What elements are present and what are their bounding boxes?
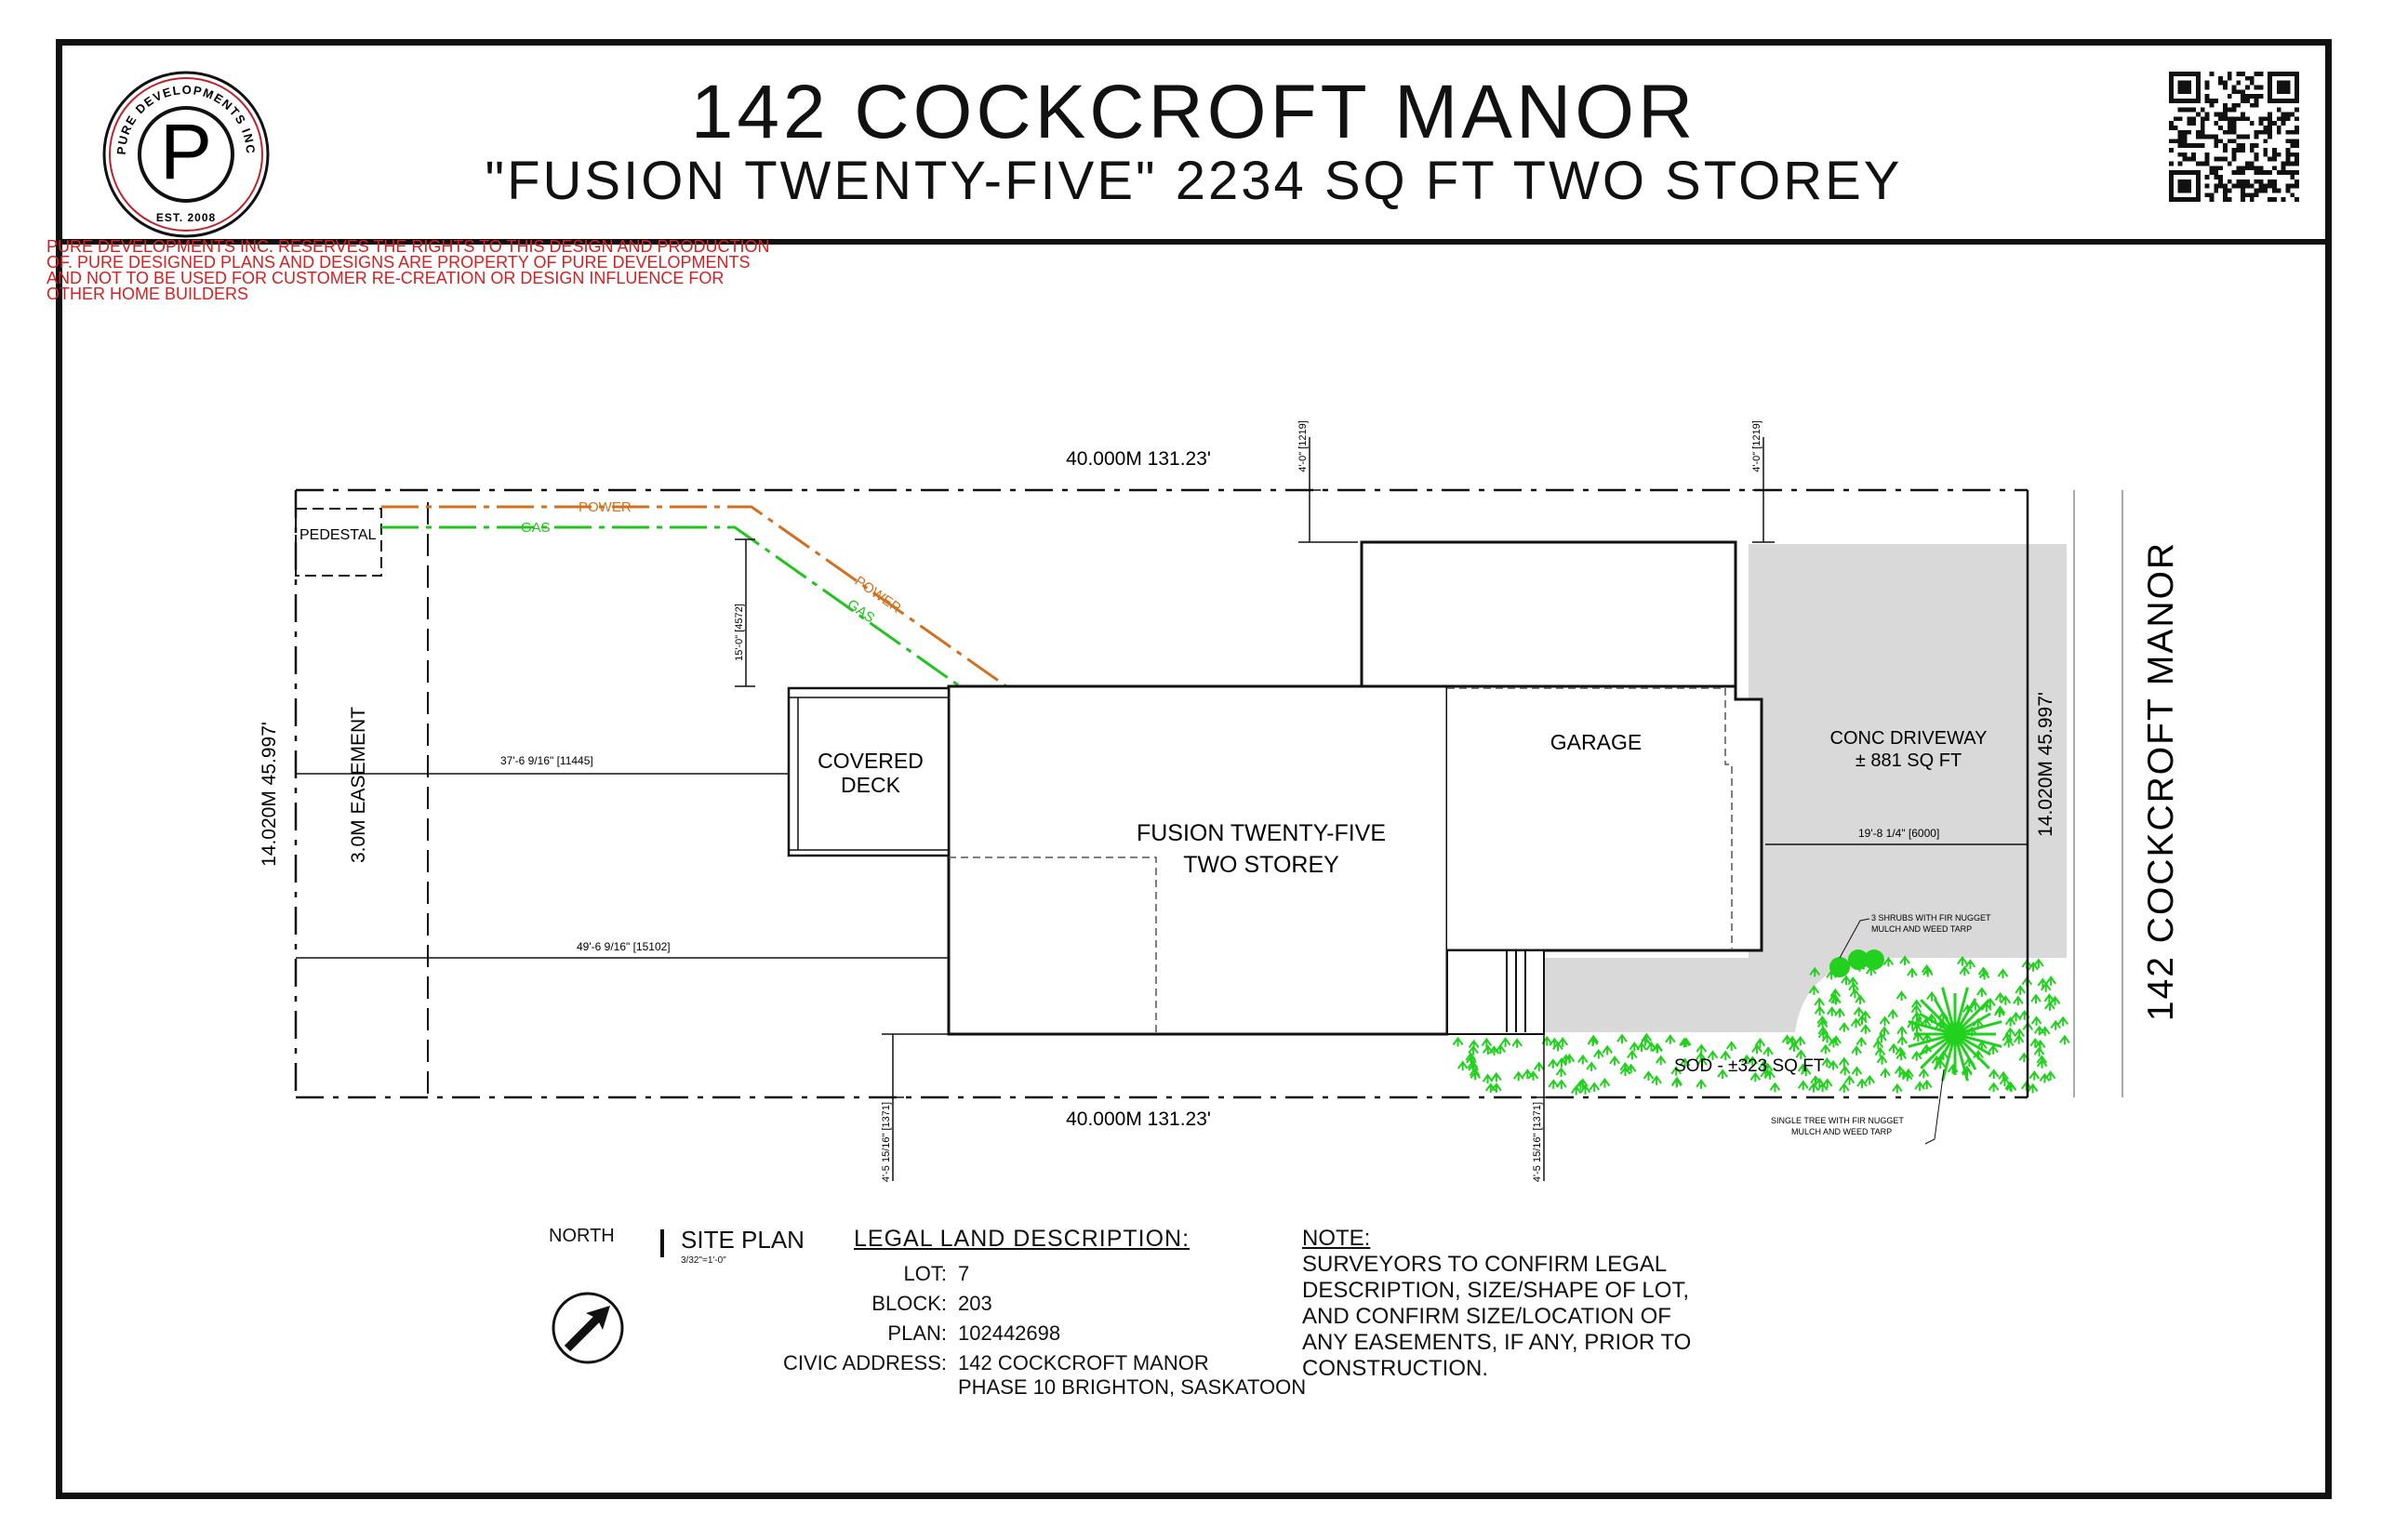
- note-line-4: ANY EASEMENTS, IF ANY, PRIOR TO: [1302, 1330, 1692, 1355]
- shrubs-note-1: 3 SHRUBS WITH FIR NUGGET: [1871, 913, 1991, 923]
- legal-heading: LEGAL LAND DESCRIPTION:: [854, 1226, 1190, 1252]
- shrubs-note-2: MULCH AND WEED TARP: [1871, 924, 1972, 934]
- driveway-label-1: CONC DRIVEWAY: [1830, 728, 1988, 749]
- house-label-2: TWO STOREY: [1183, 852, 1339, 878]
- legal-land-description: LEGAL LAND DESCRIPTION: LOT:7 BLOCK:203 …: [761, 1226, 1306, 1405]
- logo-est: EST. 2008: [156, 211, 216, 224]
- tree-note-1: SINGLE TREE WITH FIR NUGGET: [1771, 1116, 1904, 1125]
- house-main-footprint: [947, 684, 1449, 1036]
- garage-outline: [1447, 684, 1763, 952]
- qr-code: [2169, 72, 2299, 202]
- sod-label: SOD - ±323 SQ FT: [1674, 1056, 1825, 1076]
- pedestal-box: [295, 508, 382, 577]
- legal-civic-value-2: PHASE 10 BRIGHTON, SASKATOON: [958, 1375, 1307, 1399]
- note-line-1: SURVEYORS TO CONFIRM LEGAL: [1302, 1252, 1668, 1277]
- legal-civic-value-1: 142 COCKCROFT MANOR: [958, 1351, 1209, 1374]
- lot-left-dimension: 14.020M 45.997': [259, 722, 280, 867]
- site-plan-label: SITE PLAN: [681, 1226, 805, 1254]
- dim-setback-2: 4'-0" [1219]: [1751, 420, 1762, 472]
- legal-lot-value: 7: [958, 1262, 970, 1285]
- legal-block-value: 203: [958, 1292, 992, 1315]
- lot-right-dimension: 14.020M 45.997': [2035, 692, 2056, 837]
- sod-area: [1451, 958, 2067, 1097]
- note-line-3: AND CONFIRM SIZE/LOCATION OF: [1302, 1304, 1671, 1329]
- dim-setback-1: 4'-0" [1219]: [1297, 420, 1309, 472]
- garage-label: GARAGE: [1550, 730, 1642, 754]
- covered-deck: [787, 686, 951, 857]
- legal-plan-value: 102442698: [958, 1321, 1061, 1345]
- legal-plan-key: PLAN:: [887, 1321, 947, 1345]
- gas-label-1: GAS: [521, 520, 551, 536]
- front-step: [1446, 949, 1545, 1035]
- dim-15: 15'-0" [4572]: [734, 604, 745, 661]
- pure-developments-logo: PURE DEVELOPMENTS INC P EST. 2008: [102, 71, 270, 238]
- north-label: NORTH: [549, 1226, 615, 1246]
- lot-top-dimension: 40.000M 131.23': [1066, 448, 1211, 470]
- note-line-2: DESCRIPTION, SIZE/SHAPE OF LOT,: [1302, 1278, 1690, 1303]
- note-heading: NOTE:: [1302, 1226, 1371, 1251]
- tree-note-2: MULCH AND WEED TARP: [1791, 1127, 1892, 1136]
- easement-label: 3.0M EASEMENT: [348, 707, 369, 863]
- legal-block-key: BLOCK:: [871, 1292, 947, 1315]
- dim-19: 19'-8 1/4" [6000]: [1858, 827, 1939, 840]
- pedestal-label: PEDESTAL: [299, 527, 377, 543]
- power-line: [381, 505, 1007, 688]
- street-name: 142 COCKCROFT MANOR: [2141, 541, 2181, 1021]
- driveway-area: [1544, 544, 2067, 1032]
- deck-label-2: DECK: [841, 773, 901, 797]
- lot-bottom-dimension: 40.000M 131.23': [1066, 1109, 1211, 1130]
- gas-line: [381, 525, 961, 688]
- gas-label-2: GAS: [845, 596, 878, 626]
- title-block: PURE DEVELOPMENTS INC P EST. 2008 142 CO…: [62, 46, 2325, 245]
- page-subtitle: "FUSION TWENTY-FIVE" 2234 SQ FT TWO STOR…: [485, 151, 1903, 211]
- dim-side-1: 4'-5 15/16" [1371]: [881, 1102, 892, 1182]
- power-label-1: POWER: [579, 499, 632, 515]
- deck-label-1: COVERED: [818, 749, 924, 773]
- driveway-label-2: ± 881 SQ FT: [1856, 750, 1962, 771]
- legal-lot-key: LOT:: [903, 1262, 947, 1285]
- site-plan-scale: 3/32"=1'-0": [681, 1255, 726, 1266]
- drawing-sheet: PURE DEVELOPMENTS INC P EST. 2008 142 CO…: [56, 39, 2332, 1499]
- note-line-5: CONSTRUCTION.: [1302, 1356, 1488, 1381]
- shrub-1: [1829, 957, 1850, 977]
- house-upper-block: [1360, 540, 1737, 688]
- dim-49: 49'-6 9/16" [15102]: [577, 940, 671, 953]
- dim-side-2: 4'-5 15/16" [1371]: [1532, 1102, 1543, 1182]
- surveyor-note: NOTE: SURVEYORS TO CONFIRM LEGAL DESCRIP…: [1302, 1226, 1691, 1382]
- copyright-disclaimer: Pure Developments Inc. reserves the righ…: [47, 237, 770, 303]
- shrub-2: [1848, 949, 1869, 970]
- tree-symbol: [1908, 987, 2002, 1082]
- north-arrow-icon: [552, 1292, 624, 1364]
- house-label-1: FUSION TWENTY-FIVE: [1137, 820, 1386, 846]
- shrub-3: [1864, 949, 1884, 970]
- legal-civic-key: CIVIC ADDRESS:: [782, 1351, 947, 1374]
- page-title: 142 COCKCROFT MANOR: [690, 70, 1697, 154]
- sod-marks: [1452, 955, 2070, 1095]
- logo-letter: P: [160, 108, 212, 195]
- dim-37: 37'-6 9/16" [11445]: [500, 754, 593, 767]
